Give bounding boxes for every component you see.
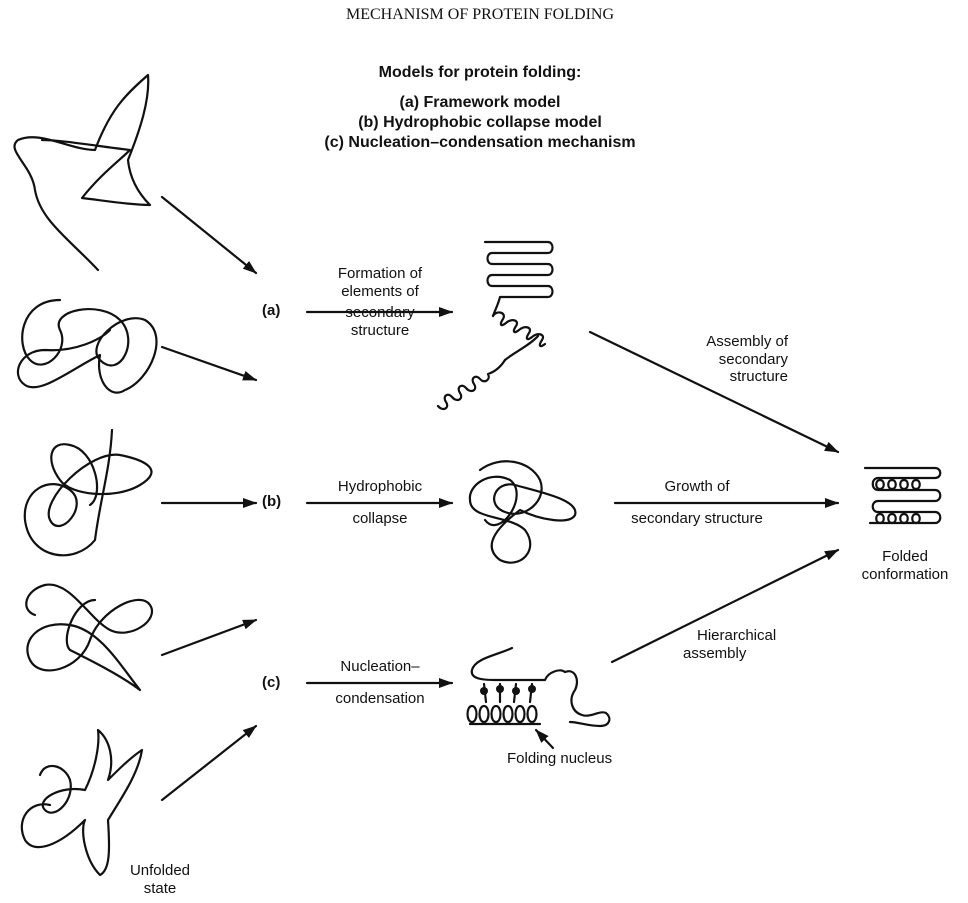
unfolded-chain-1 — [13, 73, 152, 272]
path-b-step1-line1: Hydrophobic — [337, 478, 423, 495]
unfolded-state-label: Unfolded state — [129, 862, 191, 897]
link-a — [503, 334, 540, 362]
model-b-label: (b) Hydrophobic collapse model — [358, 114, 602, 131]
path-b-step2-line1: Growth of — [664, 478, 730, 495]
arrow-a-assembly — [588, 330, 840, 454]
unfolded-chain-5 — [20, 728, 144, 877]
path-b-step1-line2: collapse — [352, 510, 408, 527]
helix-a-lower — [436, 358, 507, 411]
model-a-label: (a) Framework model — [399, 94, 561, 111]
unfolded-chain-2 — [16, 298, 158, 394]
nucleus-contacts — [482, 682, 534, 704]
path-a-marker: (a) — [262, 302, 281, 319]
unfolded-chain-4 — [25, 583, 154, 692]
model-c-label: (c) Nucleation–condensation mechanism — [324, 134, 636, 151]
unfolded-chain-3 — [23, 428, 153, 557]
arrow-chain5-to-c — [160, 724, 258, 802]
nucleus-pointer-arrow — [534, 728, 555, 750]
helix-a-upper — [491, 311, 547, 348]
arrow-chain2-to-a — [160, 345, 258, 382]
arrow-chain4-to-c — [160, 618, 258, 657]
folded-conformation-label: Folded conformation — [861, 548, 949, 583]
beta-strands-a — [483, 240, 554, 318]
path-c-step1-line1: Nucleation– — [340, 658, 420, 675]
diagram-title: Models for protein folding: — [378, 64, 582, 81]
path-c-step2-text: Hierarchical assembly — [683, 627, 777, 662]
path-c-marker: (c) — [262, 674, 281, 691]
hydrophobic-beads — [480, 685, 536, 695]
folding-nucleus-label: Folding nucleus — [507, 750, 613, 767]
arrow-c-hierarchical — [610, 548, 840, 664]
arrow-chain1-to-a — [160, 195, 258, 275]
folded-helices — [875, 478, 921, 525]
path-b-step2-line2: secondary structure — [631, 510, 763, 527]
path-c-step1-line2: condensation — [335, 690, 425, 707]
page-header: MECHANISM OF PROTEIN FOLDING — [345, 6, 614, 23]
strand-c-top — [470, 646, 611, 728]
helix-c — [466, 704, 542, 726]
collapsed-globule-b — [468, 460, 577, 564]
path-a-step1-text: Formation of elements of secondary struc… — [337, 265, 423, 340]
path-b-marker: (b) — [262, 493, 282, 510]
path-a-step2-text: Assembly of secondary structure — [706, 333, 788, 386]
folded-structure — [863, 466, 942, 525]
